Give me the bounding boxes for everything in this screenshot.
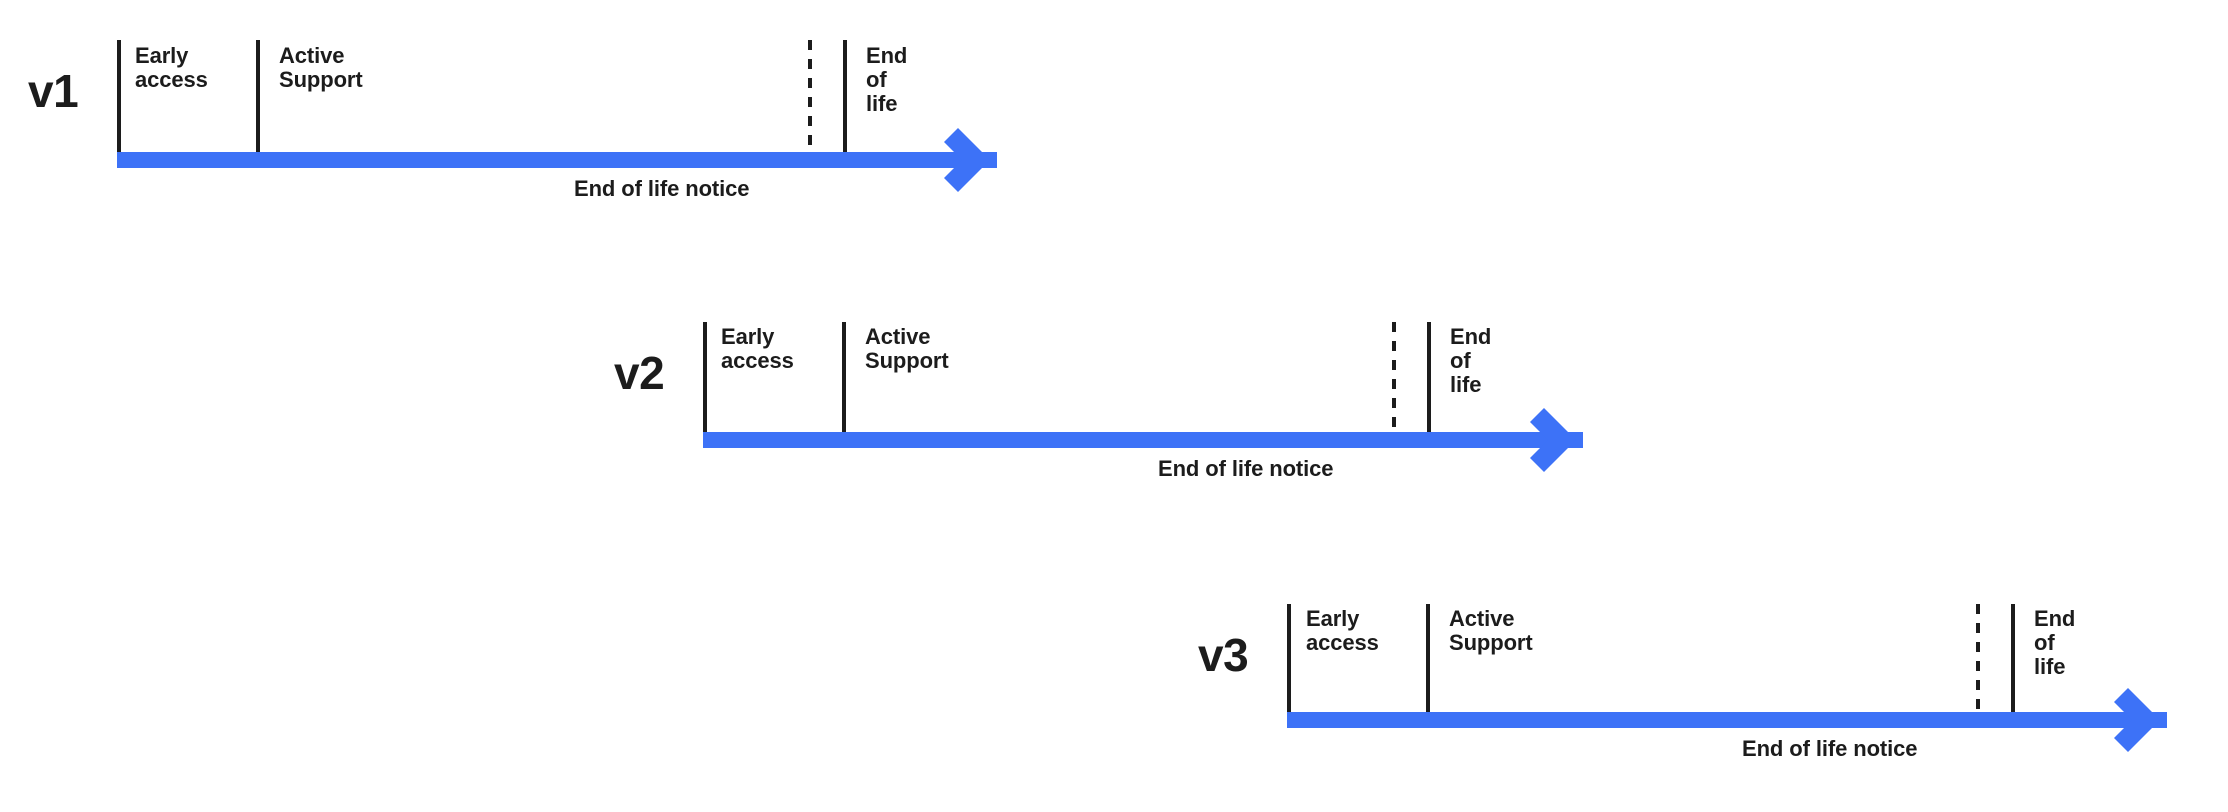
timeline-bar-v1 xyxy=(117,152,997,168)
phase-label-active-support-v3: Active Support xyxy=(1449,606,1533,655)
phase-divider-end-of-life-start-v3 xyxy=(2011,604,2015,712)
phase-divider-active-support-start-v2 xyxy=(842,322,846,432)
phase-label-early-access-v1: Early access xyxy=(135,43,208,92)
phase-label-early-access-v2: Early access xyxy=(721,324,794,373)
phase-divider-end-of-life-start-v2 xyxy=(1427,322,1431,432)
phase-divider-end-of-life-start-v1 xyxy=(843,40,847,152)
timeline-bar-v2 xyxy=(703,432,1583,448)
end-of-life-notice-label-v3: End of life notice xyxy=(1742,736,1918,761)
phase-divider-early-access-start-v2 xyxy=(703,322,707,432)
end-of-life-notice-label-v1: End of life notice xyxy=(574,176,750,201)
version-label-v1: v1 xyxy=(28,65,79,117)
end-of-life-notice-marker-v2 xyxy=(1392,322,1396,432)
phase-label-active-support-v2: Active Support xyxy=(865,324,949,373)
phase-label-early-access-v3: Early access xyxy=(1306,606,1379,655)
timeline-bar-v3 xyxy=(1287,712,2167,728)
phase-label-active-support-v1: Active Support xyxy=(279,43,363,92)
version-label-v2: v2 xyxy=(614,347,665,399)
timeline-arrow-icon-v3 xyxy=(2114,688,2186,752)
phase-label-end-of-life-v3: End of life xyxy=(2034,606,2076,679)
phase-label-end-of-life-v1: End of life xyxy=(866,43,908,116)
timeline-arrow-icon-v2 xyxy=(1530,408,1602,472)
end-of-life-notice-marker-v1 xyxy=(808,40,812,152)
phase-divider-early-access-start-v3 xyxy=(1287,604,1291,712)
phase-divider-active-support-start-v3 xyxy=(1426,604,1430,712)
end-of-life-notice-label-v2: End of life notice xyxy=(1158,456,1334,481)
end-of-life-notice-marker-v3 xyxy=(1976,604,1980,712)
phase-divider-active-support-start-v1 xyxy=(256,40,260,152)
timeline-arrow-icon-v1 xyxy=(944,128,1016,192)
phase-label-end-of-life-v2: End of life xyxy=(1450,324,1492,397)
phase-divider-early-access-start-v1 xyxy=(117,40,121,152)
version-label-v3: v3 xyxy=(1198,629,1249,681)
